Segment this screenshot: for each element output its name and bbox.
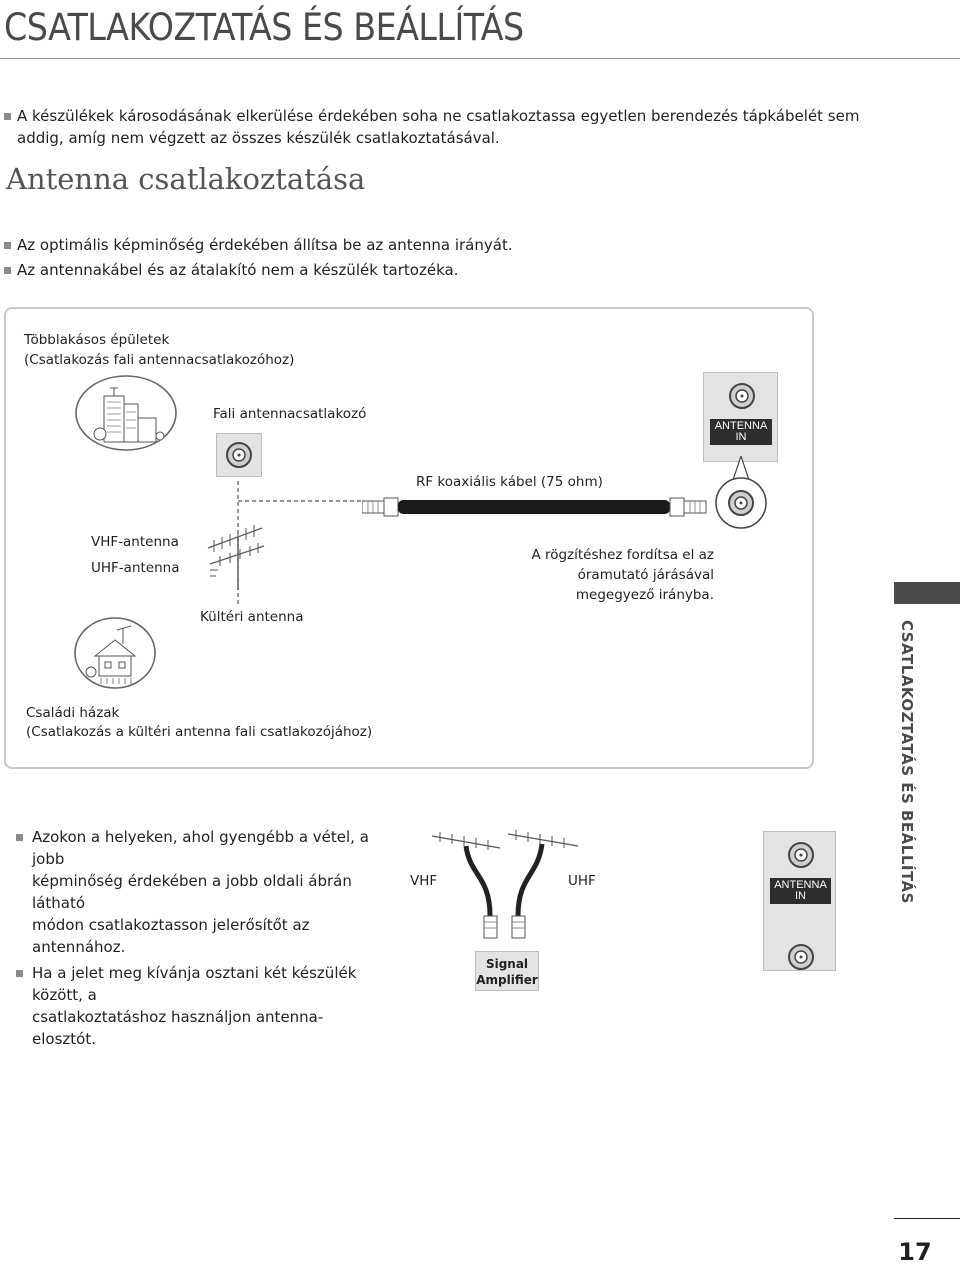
dashed-connector xyxy=(237,481,366,605)
side-tab-label: CSATLAKOZTATÁS ÉS BEÁLLÍTÁS xyxy=(898,620,916,904)
title-rule xyxy=(0,58,960,59)
antenna-diagram-panel xyxy=(4,307,814,769)
section-bullet: Az optimális képminőség érdekében állíts… xyxy=(4,234,513,256)
jack-closeup-icon xyxy=(715,477,767,529)
rf-cable-label: RF koaxiális kábel (75 ohm) xyxy=(416,474,603,490)
rotate-note: A rögzítéshez fordítsa el az óramutató j… xyxy=(531,547,714,603)
outdoor-antenna-label: Kültéri antenna xyxy=(200,609,304,625)
coax-jack-icon xyxy=(788,944,814,970)
wall-socket-label: Fali antennacsatlakozó xyxy=(213,406,367,422)
family-house-icon xyxy=(74,617,156,689)
section-title: Antenna csatlakoztatása xyxy=(6,162,366,196)
page-title: CSATLAKOZTATÁS ÉS BEÁLLÍTÁS xyxy=(4,6,524,49)
antenna-in-badge: ANTENNA IN xyxy=(770,878,831,904)
signal-amplifier-box: Signal Amplifier xyxy=(475,951,539,991)
coax-cable xyxy=(362,497,707,517)
vhf-label: VHF xyxy=(410,873,438,889)
section-bullet: Az antennakábel és az átalakító nem a ké… xyxy=(4,259,458,281)
bullet-square-icon xyxy=(4,113,11,120)
family-house-subtitle: (Csatlakozás a kültéri antenna fali csat… xyxy=(26,724,373,740)
tv-antenna-in-panel: ANTENNA IN xyxy=(703,372,778,462)
tip-item: Azokon a helyeken, ahol gyengébb a vétel… xyxy=(16,826,386,958)
multi-dwelling-subtitle: (Csatlakozás fali antennacsatlakozóhoz) xyxy=(24,352,295,368)
uhf-label: UHF xyxy=(568,873,596,889)
intro-bullet-cont: addig, amíg nem végzett az összes készül… xyxy=(17,129,500,147)
coax-jack-icon xyxy=(729,383,755,409)
coax-socket-icon xyxy=(226,442,252,468)
vhf-antenna-label: VHF-antenna xyxy=(91,534,179,550)
tv-antenna-in-panel-2: ANTENNA IN xyxy=(763,831,836,971)
uhf-antenna-label: UHF-antenna xyxy=(91,560,180,576)
coax-jack-icon xyxy=(788,842,814,868)
footer-rule xyxy=(894,1218,960,1219)
tip-item: Ha a jelet meg kívánja osztani két készü… xyxy=(16,962,386,1050)
bullet-square-icon xyxy=(16,834,23,841)
intro-bullet: A készülékek károsodásának elkerülése ér… xyxy=(4,105,859,127)
side-tab-marker xyxy=(894,582,960,604)
bullet-square-icon xyxy=(4,242,11,249)
family-house-title: Családi házak xyxy=(26,705,120,721)
apartment-buildings-icon xyxy=(75,375,177,451)
tips-list: Azokon a helyeken, ahol gyengébb a vétel… xyxy=(16,826,386,1050)
page-number: 17 xyxy=(898,1238,932,1266)
bullet-square-icon xyxy=(4,267,11,274)
multi-dwelling-title: Többlakásos épületek xyxy=(24,332,170,348)
wall-socket-plate xyxy=(216,433,262,477)
outdoor-antenna-icon xyxy=(207,525,265,590)
antenna-in-badge: ANTENNA IN xyxy=(710,419,772,445)
amplifier-wiring xyxy=(431,830,579,939)
bullet-square-icon xyxy=(16,970,23,977)
